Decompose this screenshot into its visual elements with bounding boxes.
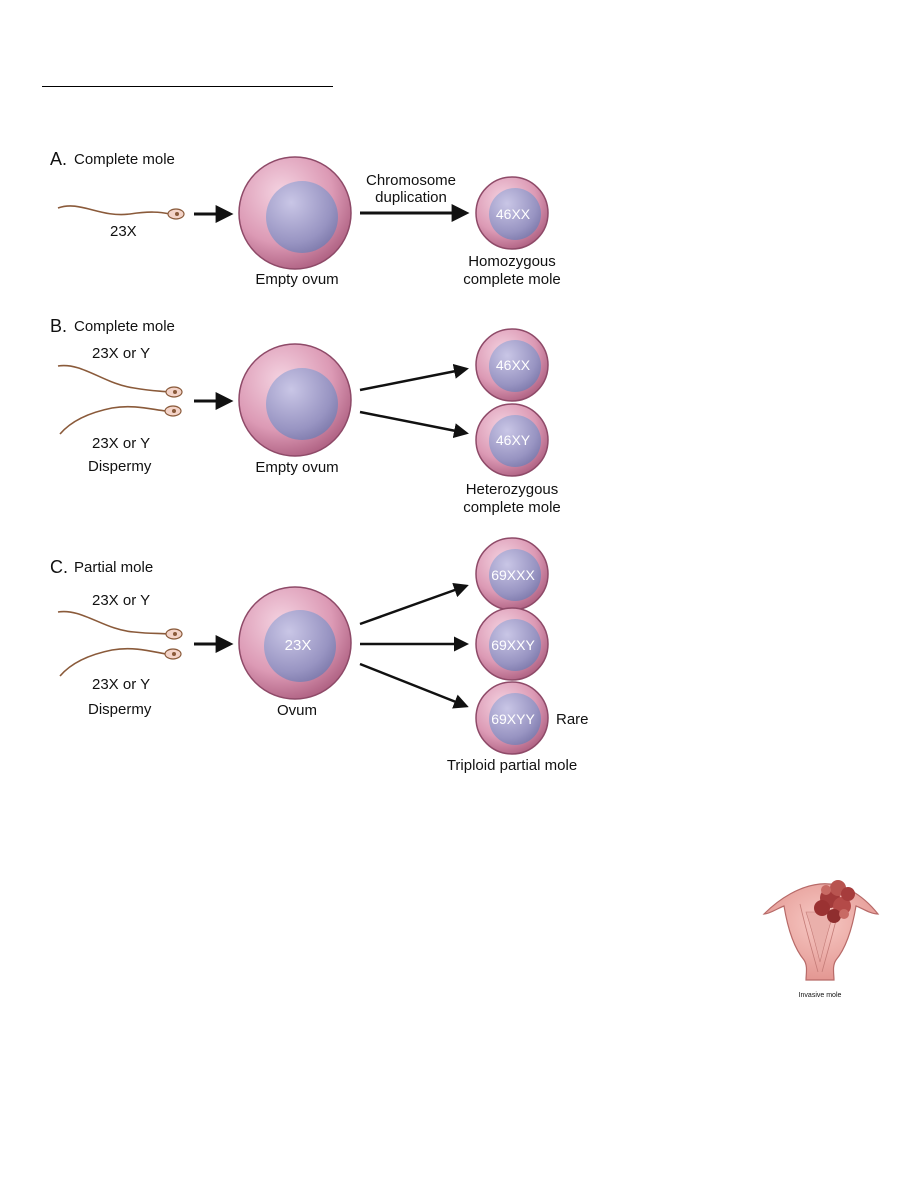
cell-69xxy-c <box>475 607 549 681</box>
sperm-c-bottom-label: 23X or Y <box>92 676 150 693</box>
panel-c-letter: C. <box>50 557 68 577</box>
dispermy-c-label: Dispermy <box>88 701 152 718</box>
invasive-mole-caption: Invasive mole <box>799 992 842 999</box>
sperm-b-bottom-label: 23X or Y <box>92 435 150 452</box>
dispermy-b-label: Dispermy <box>88 458 152 475</box>
empty-ovum-b-label: Empty ovum <box>255 459 338 476</box>
cell-46xx-b <box>475 328 549 402</box>
sperm-c-top-label: 23X or Y <box>92 592 150 609</box>
panel-a-letter: A. <box>50 149 67 169</box>
ovum-c-label: Ovum <box>277 702 317 719</box>
karyotype-46xx-b: 46XX <box>496 357 531 373</box>
karyotype-46xx-a: 46XX <box>496 206 531 222</box>
mole-mass <box>814 880 855 923</box>
sperm-b-bottom <box>59 405 182 435</box>
cell-46xy-b <box>475 403 549 477</box>
karyotype-46xy-b: 46XY <box>496 432 531 448</box>
panel-a: A. Complete mole 23X Empty ovum Chromoso… <box>50 149 561 288</box>
karyotype-69xxx-c: 69XXX <box>491 567 535 583</box>
arrow-b-3 <box>359 410 469 439</box>
karyotype-23x-c: 23X <box>285 637 312 654</box>
result-c-caption: Triploid partial mole <box>447 757 577 774</box>
sperm-a <box>57 205 185 220</box>
sperm-c-bottom <box>59 647 182 677</box>
arrow-a-label-1: Chromosome <box>366 172 456 189</box>
panel-a-title: Complete mole <box>74 151 175 168</box>
arrow-c-2 <box>359 582 469 626</box>
ovum-c <box>238 586 352 700</box>
sperm-b-top-label: 23X or Y <box>92 345 150 362</box>
empty-ovum-a-label: Empty ovum <box>255 271 338 288</box>
heading-underline <box>42 86 333 87</box>
invasive-mole-illustration: Invasive mole <box>762 880 880 999</box>
panel-b: B. Complete mole 23X or Y 23X or Y Dispe… <box>50 316 561 516</box>
arrow-c-4 <box>359 662 469 709</box>
karyotype-69xyy-c: 69XYY <box>491 711 535 727</box>
arrow-b-2 <box>359 363 469 392</box>
sperm-a-label: 23X <box>110 223 137 240</box>
cell-69xyy-c <box>475 681 549 755</box>
result-b-caption-2: complete mole <box>463 499 561 516</box>
rare-label: Rare <box>556 711 589 728</box>
cell-46xx-a <box>475 176 549 250</box>
panel-c: C. Partial mole 23X or Y 23X or Y Disper… <box>50 537 589 774</box>
result-b-caption-1: Heterozygous <box>466 481 559 498</box>
result-a-caption-2: complete mole <box>463 271 561 288</box>
panel-b-title: Complete mole <box>74 318 175 335</box>
result-a-caption-1: Homozygous <box>468 253 556 270</box>
panel-c-title: Partial mole <box>74 559 153 576</box>
empty-ovum-b <box>238 343 352 457</box>
arrow-a-label-2: duplication <box>375 189 447 206</box>
panel-b-letter: B. <box>50 316 67 336</box>
cell-69xxx-c <box>475 537 549 611</box>
sperm-c-top <box>57 610 183 640</box>
sperm-b-top <box>57 364 183 398</box>
empty-ovum-a <box>238 156 352 270</box>
karyotype-69xxy-c: 69XXY <box>491 637 535 653</box>
